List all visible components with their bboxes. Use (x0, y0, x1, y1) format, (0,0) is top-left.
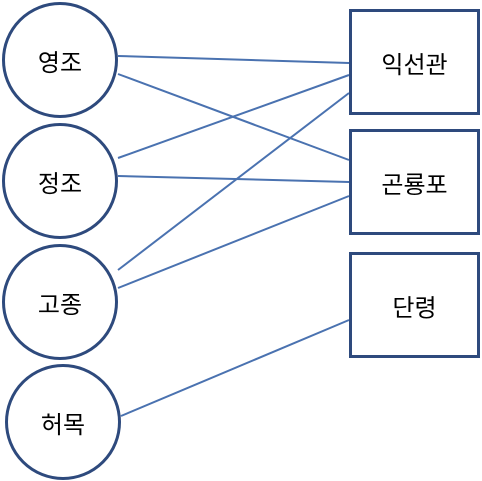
edge-heomok-to-dallyeong (120, 319, 350, 417)
node-jeongjo: 정조 (2, 123, 118, 239)
node-gonryongpo: 곤룡포 (349, 129, 480, 235)
edge-gojong-to-gonryongpo (117, 195, 350, 289)
edge-gojong-to-ikseongwan (117, 92, 350, 271)
node-yeongjo: 영조 (2, 2, 118, 118)
edge-yeongjo-to-ikseongwan (117, 55, 350, 64)
edge-jeongjo-to-gonryongpo (117, 175, 350, 183)
node-gojong: 고종 (2, 244, 118, 360)
node-ikseongwan: 익선관 (349, 9, 480, 115)
node-dallyeong: 단령 (349, 252, 480, 358)
edge-jeongjo-to-ikseongwan (117, 74, 350, 159)
node-heomok: 허목 (5, 364, 121, 480)
